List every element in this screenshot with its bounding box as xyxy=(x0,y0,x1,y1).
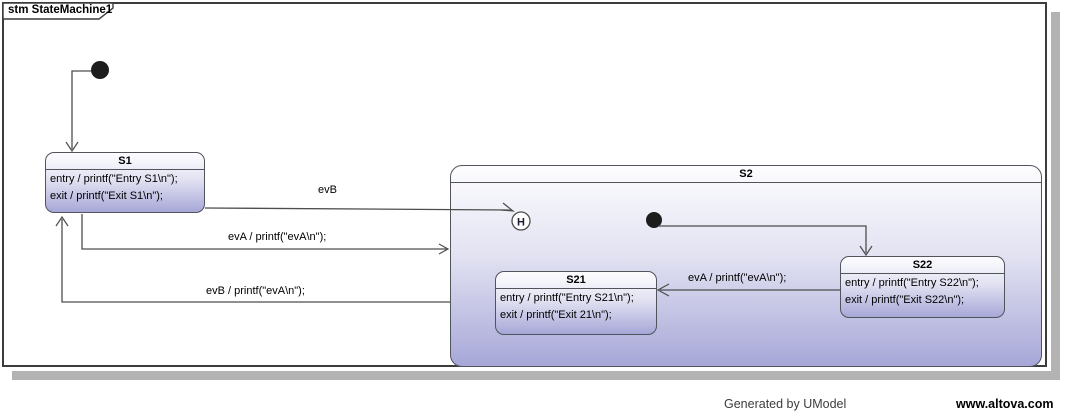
state-s1-entry-action[interactable]: entry / printf("Entry S1\n"); xyxy=(50,173,178,185)
initial-state-icon-s2[interactable] xyxy=(646,212,662,228)
state-s1[interactable]: S1 entry / printf("Entry S1\n"); exit / … xyxy=(45,152,205,213)
history-state-icon[interactable] xyxy=(511,211,531,231)
transition-initial-to-s1[interactable] xyxy=(71,70,91,149)
state-s1-exit-action[interactable]: exit / printf("Exit S1\n"); xyxy=(50,189,163,202)
state-s21[interactable]: S21 entry / printf("Entry S21\n"); exit … xyxy=(495,271,657,335)
transition-s1-to-history[interactable] xyxy=(204,207,512,211)
frame-shadow-bottom xyxy=(12,371,1060,380)
state-s22-title[interactable]: S22 xyxy=(841,257,1004,274)
state-s22[interactable]: S22 entry / printf("Entry S22\n"); exit … xyxy=(840,256,1005,318)
transition-label-s1-to-history[interactable]: evB xyxy=(318,184,337,196)
state-s21-entry-action[interactable]: entry / printf("Entry S21\n"); xyxy=(500,292,634,304)
transition-initial-to-s22[interactable] xyxy=(658,225,867,253)
footer-altova-link[interactable]: www.altova.com xyxy=(956,397,1054,411)
transition-label-s1-to-s2[interactable]: evA / printf("evA\n"); xyxy=(228,231,327,243)
state-s1-title[interactable]: S1 xyxy=(46,153,204,170)
transition-label-s2-to-s1[interactable]: evB / printf("evA\n"); xyxy=(206,285,305,297)
initial-state-icon[interactable] xyxy=(91,61,109,79)
state-s21-title[interactable]: S21 xyxy=(496,272,656,289)
state-s1-body: entry / printf("Entry S1\n"); exit / pri… xyxy=(46,170,204,204)
transition-s2-to-s1[interactable] xyxy=(61,219,450,303)
footer-generated-by: Generated by UModel xyxy=(724,397,847,411)
state-s21-exit-action[interactable]: exit / printf("Exit 21\n"); xyxy=(500,308,612,321)
state-s22-entry-action[interactable]: entry / printf("Entry S22\n"); xyxy=(845,277,979,289)
frame-shadow-right xyxy=(1051,12,1060,380)
transition-label-s22-to-s21[interactable]: evA / printf("evA\n"); xyxy=(688,272,787,284)
state-s22-body: entry / printf("Entry S22\n"); exit / pr… xyxy=(841,274,1004,308)
diagram-title: stm StateMachine1 xyxy=(8,4,113,16)
state-s22-exit-action[interactable]: exit / printf("Exit S22\n"); xyxy=(845,293,965,306)
transition-s1-to-s2[interactable] xyxy=(81,214,447,250)
state-s21-body: entry / printf("Entry S21\n"); exit / pr… xyxy=(496,289,656,323)
state-s2-title[interactable]: S2 xyxy=(451,166,1041,183)
